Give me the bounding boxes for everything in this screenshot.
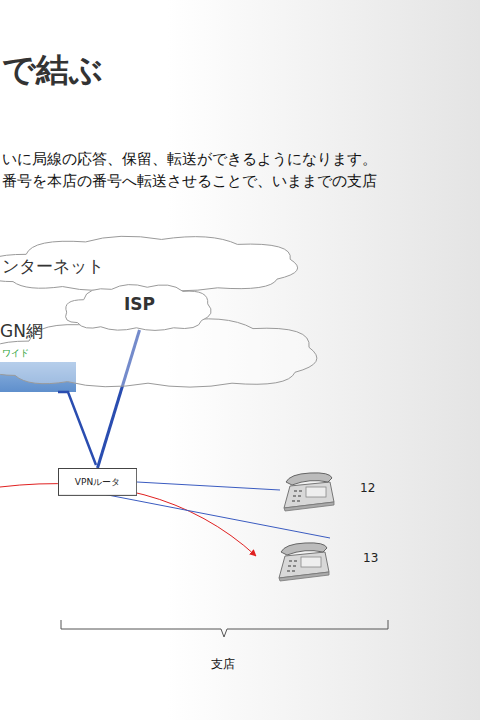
connector-line — [137, 482, 280, 490]
extension-number: 12 — [360, 481, 375, 495]
node-label: GN網 — [0, 321, 43, 341]
extension-number: 13 — [363, 551, 378, 565]
body-text: いに局線の応答、保留、転送ができるようになります。 — [2, 150, 377, 168]
isp-cloud: ISP — [62, 281, 217, 333]
phone-13: 13 — [275, 538, 385, 582]
internet-cloud: ンターネット — [0, 232, 310, 294]
body-text: 番号を本店の番号へ転送させることで、いままでの支店 — [2, 172, 377, 190]
node-label: ISP — [124, 294, 155, 314]
node-label: ンターネット — [2, 256, 104, 276]
band-wire — [58, 392, 96, 465]
node-label: VPNルータ — [75, 477, 120, 488]
branch-bracket — [61, 620, 388, 637]
group-label: 支店 — [211, 657, 235, 671]
phone-12: 12 — [280, 468, 380, 512]
vpn-router: VPNルータ — [58, 468, 137, 496]
phone-icon — [280, 468, 336, 512]
slide-title: で結ぶ — [2, 50, 103, 90]
node-label: ワイド — [2, 348, 29, 359]
phone-icon — [275, 538, 331, 582]
